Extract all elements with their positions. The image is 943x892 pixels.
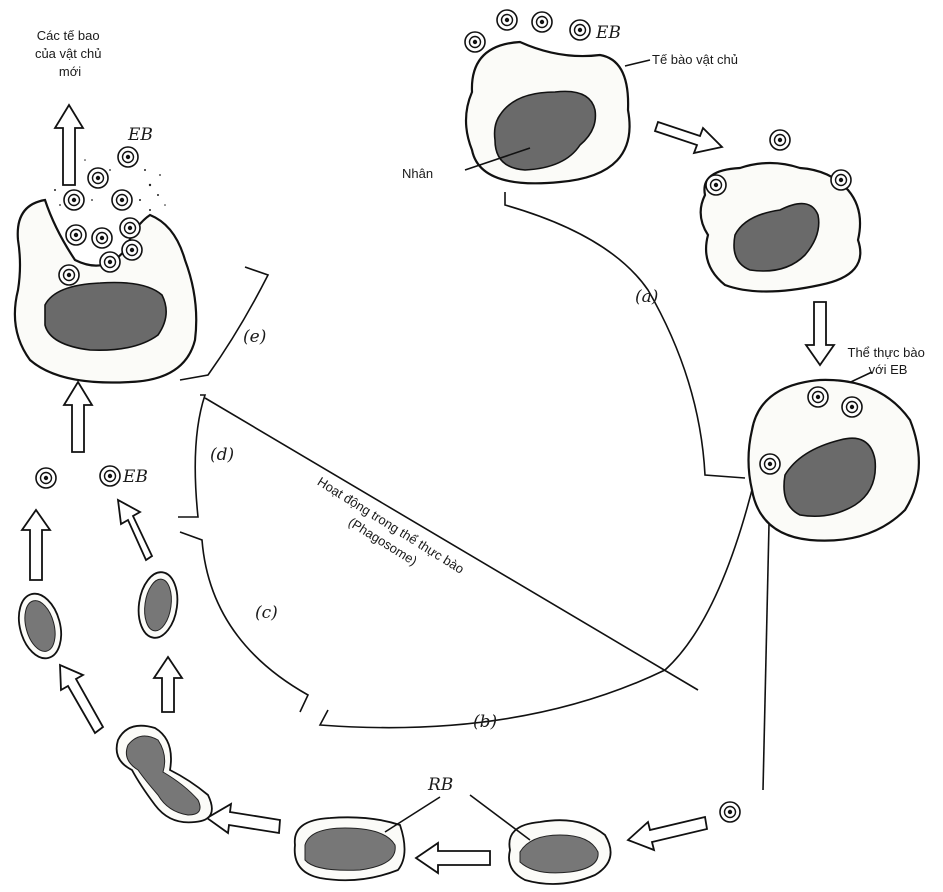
eb-particle	[720, 802, 740, 822]
eb-particle	[465, 32, 485, 52]
eb-particle	[118, 147, 138, 167]
flow-arrow	[655, 122, 722, 153]
rb-label: RB	[427, 775, 453, 795]
rb-oval	[12, 589, 68, 663]
flow-arrow	[628, 817, 707, 850]
stage-d-label: (d)	[210, 445, 234, 465]
eb-particle	[120, 218, 140, 238]
new-host-cells-label: Các tế bao của vật chủ mới	[35, 28, 105, 79]
stage-d-bracket	[178, 395, 205, 517]
eb-attaching	[706, 175, 726, 195]
phagosome-with-eb-label: Thể thực bào với EB	[848, 345, 929, 377]
rb-oval	[135, 570, 182, 641]
host-cell-label: Tế bào vật chủ	[652, 52, 738, 67]
eb-particle	[497, 10, 517, 30]
flow-arrow	[60, 665, 103, 733]
flow-arrow	[154, 657, 182, 712]
stage-b-label: (b)	[473, 712, 497, 732]
flow-arrow	[55, 105, 83, 185]
eb-label-top-left: EB	[127, 125, 153, 145]
eb-to-rb-line	[763, 480, 770, 790]
phagosome-activity-line	[205, 398, 698, 690]
phagosome-activity-label: Hoạt động trong thể thực bào (Phagosome)	[305, 474, 470, 594]
eb-in-phagosome	[808, 387, 828, 407]
eb-particle	[112, 190, 132, 210]
eb-particle	[532, 12, 552, 32]
flow-arrow	[207, 804, 280, 833]
rb-cell	[295, 817, 405, 880]
eb-in-phagosome	[760, 454, 780, 474]
rb-cell	[509, 820, 611, 884]
nucleus-label: Nhân	[402, 166, 433, 181]
eb-particle	[570, 20, 590, 40]
eb-attaching	[831, 170, 851, 190]
flow-arrow	[806, 302, 834, 365]
eb-particle	[88, 168, 108, 188]
flow-arrow	[64, 382, 92, 452]
eb-particle	[100, 466, 120, 486]
eb-particle	[59, 265, 79, 285]
stage-c-bracket	[180, 532, 308, 712]
eb-particle	[100, 252, 120, 272]
eb-particle	[122, 240, 142, 260]
eb-particle	[64, 190, 84, 210]
flow-arrow	[22, 510, 50, 580]
stage-c-label: (c)	[255, 603, 278, 623]
flow-arrow	[118, 500, 152, 560]
eb-in-phagosome	[842, 397, 862, 417]
rb-pointer	[470, 795, 530, 840]
host-cell-release	[15, 200, 196, 383]
eb-particle	[66, 225, 86, 245]
stage-e-label: (e)	[243, 327, 266, 347]
eb-label-top-right: EB	[595, 23, 621, 43]
eb-label-bottom-left: EB	[122, 467, 148, 487]
stage-a-label: (a)	[635, 287, 658, 307]
host-cell-pointer	[625, 60, 650, 66]
eb-particle	[36, 468, 56, 488]
eb-particle	[770, 130, 790, 150]
flow-arrow	[416, 843, 490, 873]
eb-particle	[92, 228, 112, 248]
dividing-rb-cell	[117, 726, 212, 823]
rb-pointer	[385, 797, 440, 832]
